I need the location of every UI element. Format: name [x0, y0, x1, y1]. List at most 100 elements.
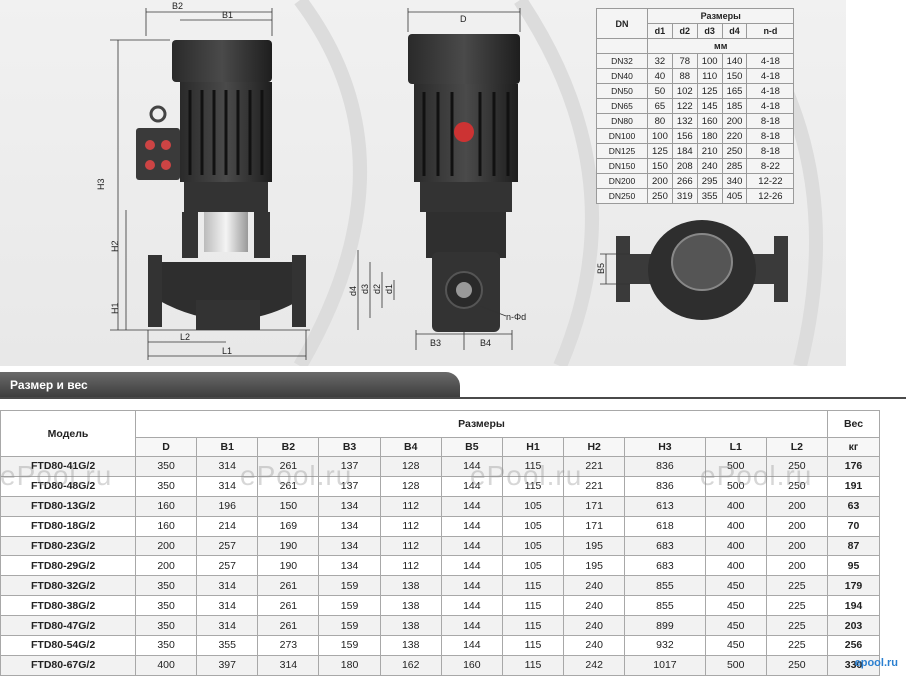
- weight-cell: 63: [827, 495, 880, 517]
- dn-value-cell: 220: [721, 128, 748, 144]
- section-title: Размер и вес: [10, 378, 88, 392]
- dimension-cell: 171: [563, 495, 626, 517]
- dimension-cell: 1017: [624, 654, 706, 676]
- dimension-cell: 144: [440, 475, 503, 497]
- weight-cell: 70: [827, 515, 880, 537]
- dimension-cell: 137: [318, 456, 381, 477]
- dimension-cell: 225: [765, 615, 829, 637]
- section-header: Размер и вес: [0, 372, 460, 398]
- dimension-cell: 137: [318, 475, 381, 497]
- model-cell: FTD80-67G/2: [0, 654, 136, 676]
- dimension-cell: 160: [134, 495, 198, 517]
- dimension-cell: 618: [624, 515, 706, 537]
- dimension-cell: 128: [379, 456, 442, 477]
- weight-cell: 194: [827, 595, 880, 617]
- dn-value-cell: 102: [671, 83, 698, 99]
- dn-value-cell: 140: [721, 53, 748, 69]
- dimension-cell: 144: [440, 535, 503, 557]
- dn-value-cell: 200: [647, 173, 673, 189]
- dim-label-l2: L2: [180, 332, 190, 342]
- dim-label-b5: B5: [596, 263, 606, 274]
- dimension-cell: 105: [501, 555, 565, 577]
- dimension-cell: 250: [765, 654, 829, 676]
- dimension-cell: 273: [257, 635, 320, 656]
- model-cell: FTD80-13G/2: [0, 495, 136, 517]
- dimension-cell: 134: [318, 535, 381, 557]
- dimension-cell: 257: [196, 555, 259, 577]
- dimension-cell: 899: [624, 615, 706, 637]
- dimension-cell: 159: [318, 635, 381, 656]
- dn-size-cell: DN200: [596, 173, 648, 189]
- dimension-cell: 115: [501, 475, 565, 497]
- model-cell: FTD80-23G/2: [0, 535, 136, 557]
- dn-col-d4: d4: [721, 23, 748, 39]
- dn-value-cell: 8-18: [746, 113, 795, 129]
- dimension-cell: 195: [563, 555, 626, 577]
- dn-value-cell: 40: [647, 68, 673, 84]
- dimension-cell: 240: [563, 595, 626, 617]
- dim-label-h2: H2: [110, 240, 120, 252]
- dn-value-cell: 210: [696, 143, 723, 159]
- dimension-cell: 450: [704, 635, 767, 656]
- dimension-cell: 190: [257, 555, 320, 577]
- dn-value-cell: 65: [647, 98, 673, 114]
- dn-value-cell: 355: [696, 188, 723, 204]
- dn-value-cell: 295: [696, 173, 723, 189]
- dn-value-cell: 8-18: [746, 128, 795, 144]
- dn-value-cell: 32: [647, 53, 673, 69]
- section-divider: [0, 397, 906, 399]
- dn-size-cell: DN80: [596, 113, 648, 129]
- dimension-cell: 314: [196, 456, 259, 477]
- dn-value-cell: 185: [721, 98, 748, 114]
- weight-cell: 191: [827, 475, 880, 497]
- dimension-cell: 257: [196, 535, 259, 557]
- dimension-cell: 115: [501, 654, 565, 676]
- dn-value-cell: 150: [647, 158, 673, 174]
- weight-cell: 179: [827, 575, 880, 597]
- dimension-cell: 350: [134, 475, 198, 497]
- dimension-cell: 400: [704, 495, 767, 517]
- dimension-cell: 450: [704, 615, 767, 637]
- dimension-cell: 350: [134, 595, 198, 617]
- dn-value-cell: 80: [647, 113, 673, 129]
- dimension-cell: 221: [563, 456, 626, 477]
- weight-header: Вес: [827, 410, 880, 438]
- dn-size-cell: DN65: [596, 98, 648, 114]
- dimension-cell: 836: [624, 475, 706, 497]
- dimension-cell: 250: [765, 456, 829, 477]
- dimension-cell: 250: [765, 475, 829, 497]
- dn-value-cell: 100: [696, 53, 723, 69]
- dimension-cell: 261: [257, 456, 320, 477]
- dimension-cell: 171: [563, 515, 626, 537]
- dn-size-cell: DN250: [596, 188, 648, 204]
- dimension-cell: 261: [257, 595, 320, 617]
- pump-front-view: [408, 34, 520, 332]
- dn-value-cell: 12-22: [746, 173, 795, 189]
- dn-value-cell: 100: [647, 128, 673, 144]
- dimension-cell: 240: [563, 635, 626, 656]
- dimension-cell: 159: [318, 595, 381, 617]
- column-header-l2: L2: [765, 437, 829, 457]
- dimension-cell: 144: [440, 635, 503, 656]
- model-cell: FTD80-47G/2: [0, 615, 136, 637]
- dn-value-cell: 405: [721, 188, 748, 204]
- column-header-b3: B3: [318, 437, 381, 457]
- dn-value-cell: 8-18: [746, 143, 795, 159]
- column-header-d: D: [134, 437, 198, 457]
- dimension-cell: 200: [765, 515, 829, 537]
- dn-value-cell: 4-18: [746, 68, 795, 84]
- dimension-cell: 450: [704, 595, 767, 617]
- dim-label-b1: B1: [222, 10, 233, 20]
- dn-size-cell: DN32: [596, 53, 648, 69]
- dimension-cell: 138: [379, 595, 442, 617]
- dimension-cell: 112: [379, 555, 442, 577]
- column-header-h3: H3: [624, 437, 706, 457]
- dimension-cell: 242: [563, 654, 626, 676]
